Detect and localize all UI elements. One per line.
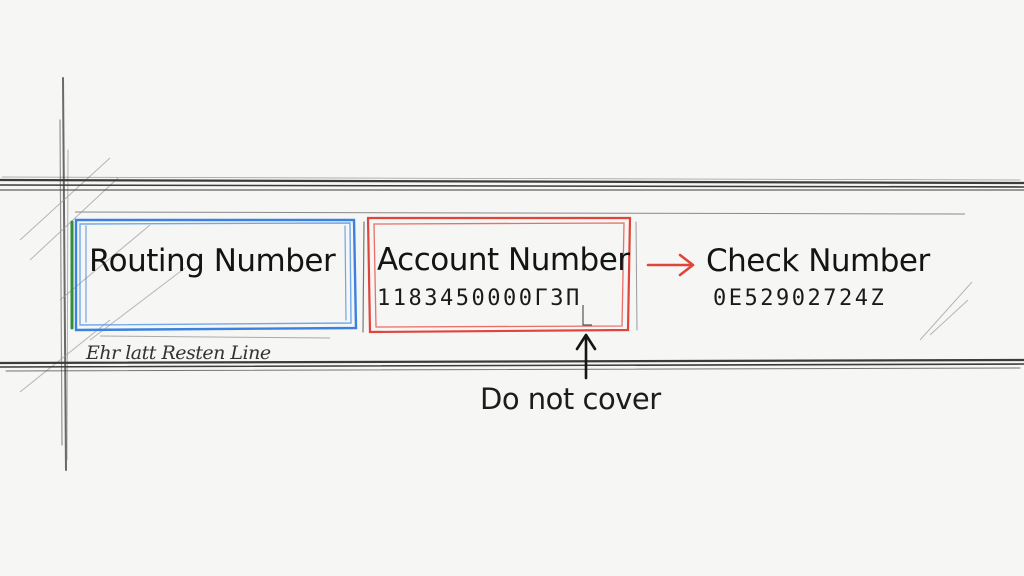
baseline-label: Ehr latt Resten Line: [86, 342, 271, 364]
check-number-label: Check Number: [706, 243, 930, 279]
routing-number-label: Routing Number: [89, 243, 336, 279]
account-number-label: Account Number: [377, 242, 630, 278]
callout-text: Do not cover: [480, 382, 661, 416]
account-number-digits: 1183450000Г3П: [377, 286, 582, 311]
check-number-digits: 0E52902724Z: [713, 286, 887, 311]
